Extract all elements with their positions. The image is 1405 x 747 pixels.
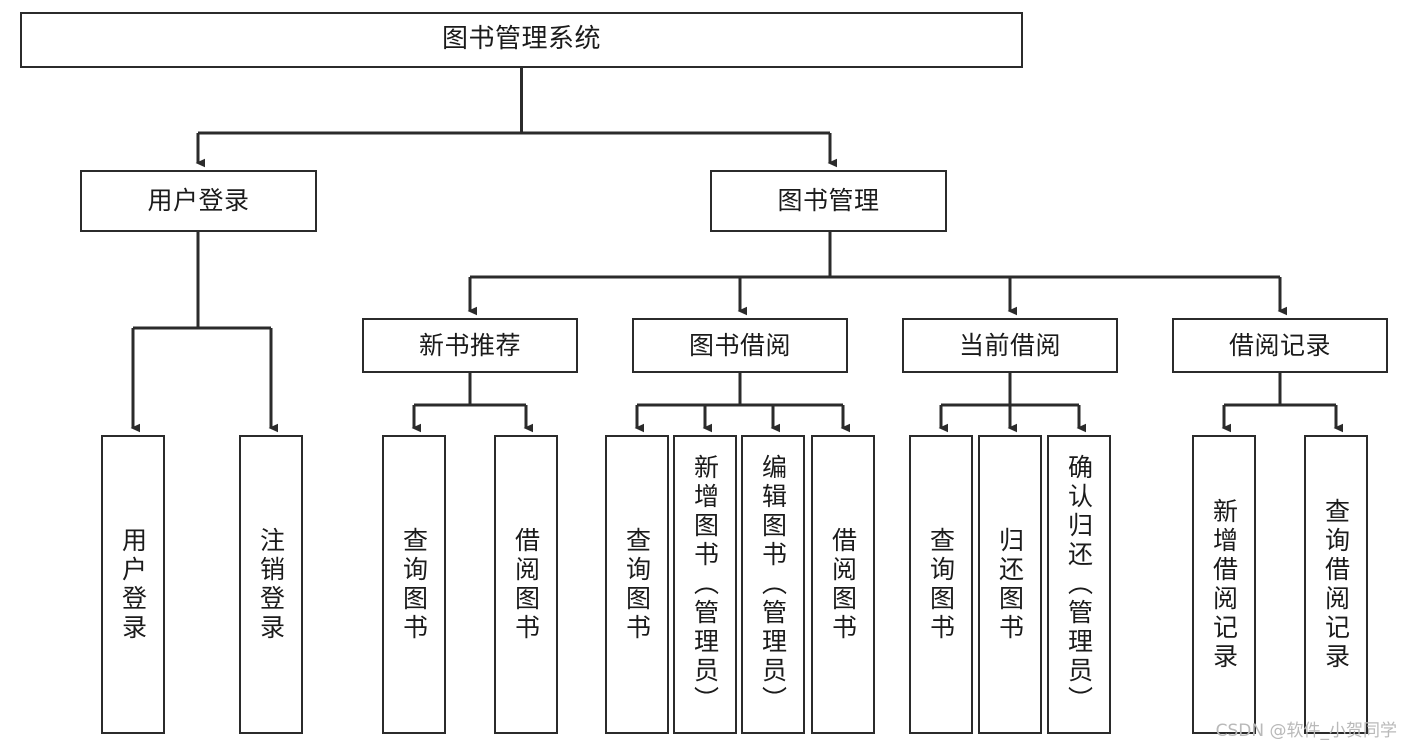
leaf-borrow-book-new[interactable]: 借阅图书 [494, 435, 558, 734]
node-label: 查询图书 [399, 526, 429, 643]
leaf-add-borrow-record[interactable]: 新增借阅记录 [1192, 435, 1256, 734]
leaf-query-book-current[interactable]: 查询图书 [909, 435, 973, 734]
node-label: 归还图书 [995, 526, 1025, 643]
leaf-query-borrow-record[interactable]: 查询借阅记录 [1304, 435, 1368, 734]
node-label: 查询图书 [926, 526, 956, 643]
node-label: 图书管理 [777, 186, 880, 215]
node-label: 图书管理系统 [441, 24, 601, 55]
leaf-borrow-book[interactable]: 借阅图书 [811, 435, 875, 734]
leaf-edit-book-admin[interactable]: 编辑图书（管理员） [741, 435, 805, 734]
node-label: 确认归还（管理员） [1064, 454, 1094, 715]
node-label: 用户登录 [147, 186, 250, 215]
leaf-return-book[interactable]: 归还图书 [978, 435, 1042, 734]
leaf-logout[interactable]: 注销登录 [239, 435, 303, 734]
node-borrow-records[interactable]: 借阅记录 [1172, 318, 1388, 373]
node-current-borrow[interactable]: 当前借阅 [902, 318, 1118, 373]
node-book-borrow[interactable]: 图书借阅 [632, 318, 848, 373]
node-new-book-recommend[interactable]: 新书推荐 [362, 318, 578, 373]
csdn-watermark: CSDN @软件_小贺同学 [1215, 721, 1397, 741]
node-label: 借阅图书 [511, 526, 541, 643]
node-label: 用户登录 [118, 526, 148, 643]
node-label: 借阅记录 [1228, 330, 1331, 360]
leaf-user-login[interactable]: 用户登录 [101, 435, 165, 734]
node-label: 图书借阅 [688, 330, 791, 360]
node-label: 当前借阅 [958, 330, 1061, 360]
node-label: 新增图书（管理员） [690, 454, 720, 715]
node-label: 新书推荐 [418, 330, 521, 360]
leaf-query-book-new[interactable]: 查询图书 [382, 435, 446, 734]
leaf-add-book-admin[interactable]: 新增图书（管理员） [673, 435, 737, 734]
node-label: 查询借阅记录 [1321, 497, 1351, 672]
leaf-query-book-borrow[interactable]: 查询图书 [605, 435, 669, 734]
node-root-system[interactable]: 图书管理系统 [20, 12, 1023, 68]
node-user-login[interactable]: 用户登录 [80, 170, 317, 232]
node-label: 借阅图书 [828, 526, 858, 643]
node-label: 查询图书 [622, 526, 652, 643]
node-label: 新增借阅记录 [1209, 497, 1239, 672]
node-label: 注销登录 [256, 526, 286, 643]
node-label: 编辑图书（管理员） [758, 454, 788, 715]
node-book-management[interactable]: 图书管理 [710, 170, 947, 232]
leaf-confirm-return-admin[interactable]: 确认归还（管理员） [1047, 435, 1111, 734]
